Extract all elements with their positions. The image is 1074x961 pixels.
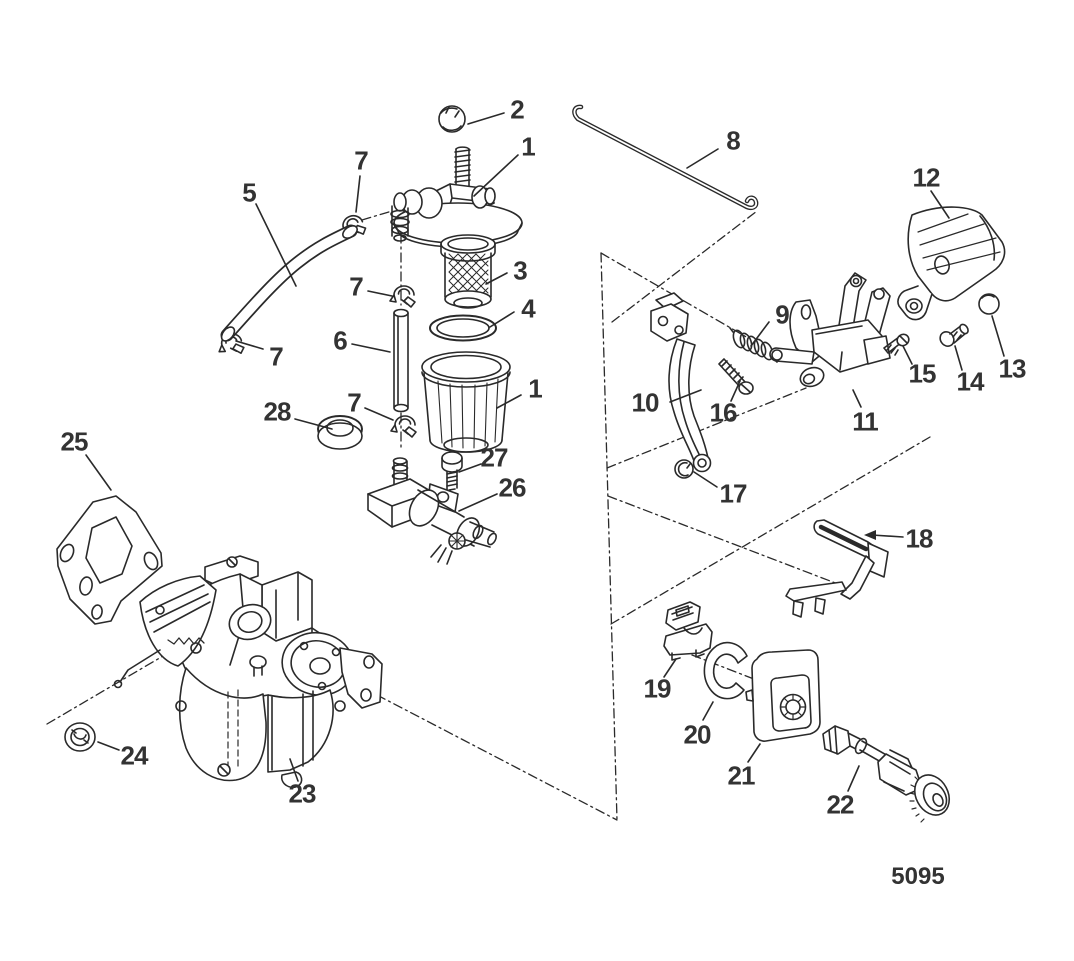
part-number-label-14-17: 14 — [956, 366, 985, 397]
construction-lines — [46, 210, 931, 821]
part-number-label-26-29: 26 — [498, 472, 527, 503]
part-number-label-1-0: 1 — [521, 131, 536, 162]
arrowhead-18 — [864, 530, 876, 540]
leader-lines — [85, 112, 1005, 792]
part-number-label-5-5: 5 — [242, 177, 257, 208]
part-number-label-28-31: 28 — [263, 396, 292, 427]
part-number-label-20-23: 20 — [683, 719, 712, 750]
part-4-oring-drawing — [429, 314, 497, 342]
part-number-label-3-3: 3 — [513, 255, 528, 286]
part-25-gasket-drawing — [56, 495, 163, 625]
part-1-filter-bowl-drawing — [421, 351, 511, 453]
part-28-grommet-drawing — [317, 415, 363, 450]
part-number-label-10-13: 10 — [631, 387, 660, 418]
part-number-label-27-30: 27 — [480, 442, 509, 473]
part-11-bracket-drawing — [769, 272, 891, 388]
part-number-label-17-20: 17 — [719, 478, 748, 509]
part-8-link-rod-drawing — [572, 104, 759, 211]
part-5-hose-drawing — [220, 224, 358, 342]
part-number-label-6-6: 6 — [333, 325, 348, 356]
part-7-clamp-drawing — [390, 415, 417, 438]
part-27-bolt-drawing — [441, 451, 463, 491]
figure-number: 5095 — [891, 863, 945, 890]
part-16-screw-drawing — [718, 358, 754, 395]
part-number-label-18-21: 18 — [905, 523, 934, 554]
part-number-label-22-25: 22 — [826, 789, 855, 820]
part-number-label-15-18: 15 — [908, 358, 937, 389]
part-19-clamp-drawing — [663, 601, 713, 661]
part-23-carburetor-drawing — [113, 555, 383, 789]
part-6-tube-drawing — [393, 308, 409, 413]
part-24-plug-drawing — [64, 722, 96, 752]
part-number-label-16-19: 16 — [709, 397, 738, 428]
part-number-label-7-9: 7 — [269, 341, 284, 372]
part-14-bolt-drawing — [939, 323, 969, 347]
part-number-label-7-8: 7 — [349, 271, 364, 302]
part-18-bracket-drawing — [785, 519, 889, 618]
part-15-screw-drawing — [883, 333, 910, 356]
part-number-label-25-28: 25 — [60, 426, 89, 457]
part-number-label-21-24: 21 — [727, 760, 756, 791]
part-3-filter-element-drawing — [440, 234, 496, 309]
part-number-label-12-15: 12 — [912, 162, 941, 193]
part-number-label-13-16: 13 — [998, 353, 1027, 384]
part-number-label-7-10: 7 — [347, 387, 362, 418]
part-21-pad-drawing — [745, 649, 821, 742]
part-number-label-23-26: 23 — [288, 778, 317, 809]
part-1-filter-head-drawing — [390, 146, 523, 248]
part-number-label-7-7: 7 — [354, 145, 369, 176]
part-7-clamp-drawing — [389, 285, 416, 308]
part-22-screw-assembly-drawing — [822, 725, 951, 823]
part-10-lever-drawing — [650, 292, 712, 473]
part-20-cwasher-drawing — [703, 641, 748, 700]
part-26-valve-drawing — [367, 457, 497, 565]
part-2-drawing — [438, 105, 466, 133]
part-number-label-9-12: 9 — [775, 299, 790, 330]
part-number-label-24-27: 24 — [120, 740, 149, 771]
part-number-label-2-2: 2 — [510, 94, 525, 125]
part-number-label-8-11: 8 — [726, 125, 741, 156]
part-17-clip-drawing — [674, 459, 694, 479]
part-number-label-1-1: 1 — [528, 373, 543, 404]
part-13-ball-drawing — [978, 293, 1000, 315]
part-number-label-11-14: 11 — [852, 406, 878, 437]
part-number-label-19-22: 19 — [643, 673, 672, 704]
part-12-cover-drawing — [897, 206, 1006, 321]
part-number-label-4-4: 4 — [521, 293, 536, 324]
